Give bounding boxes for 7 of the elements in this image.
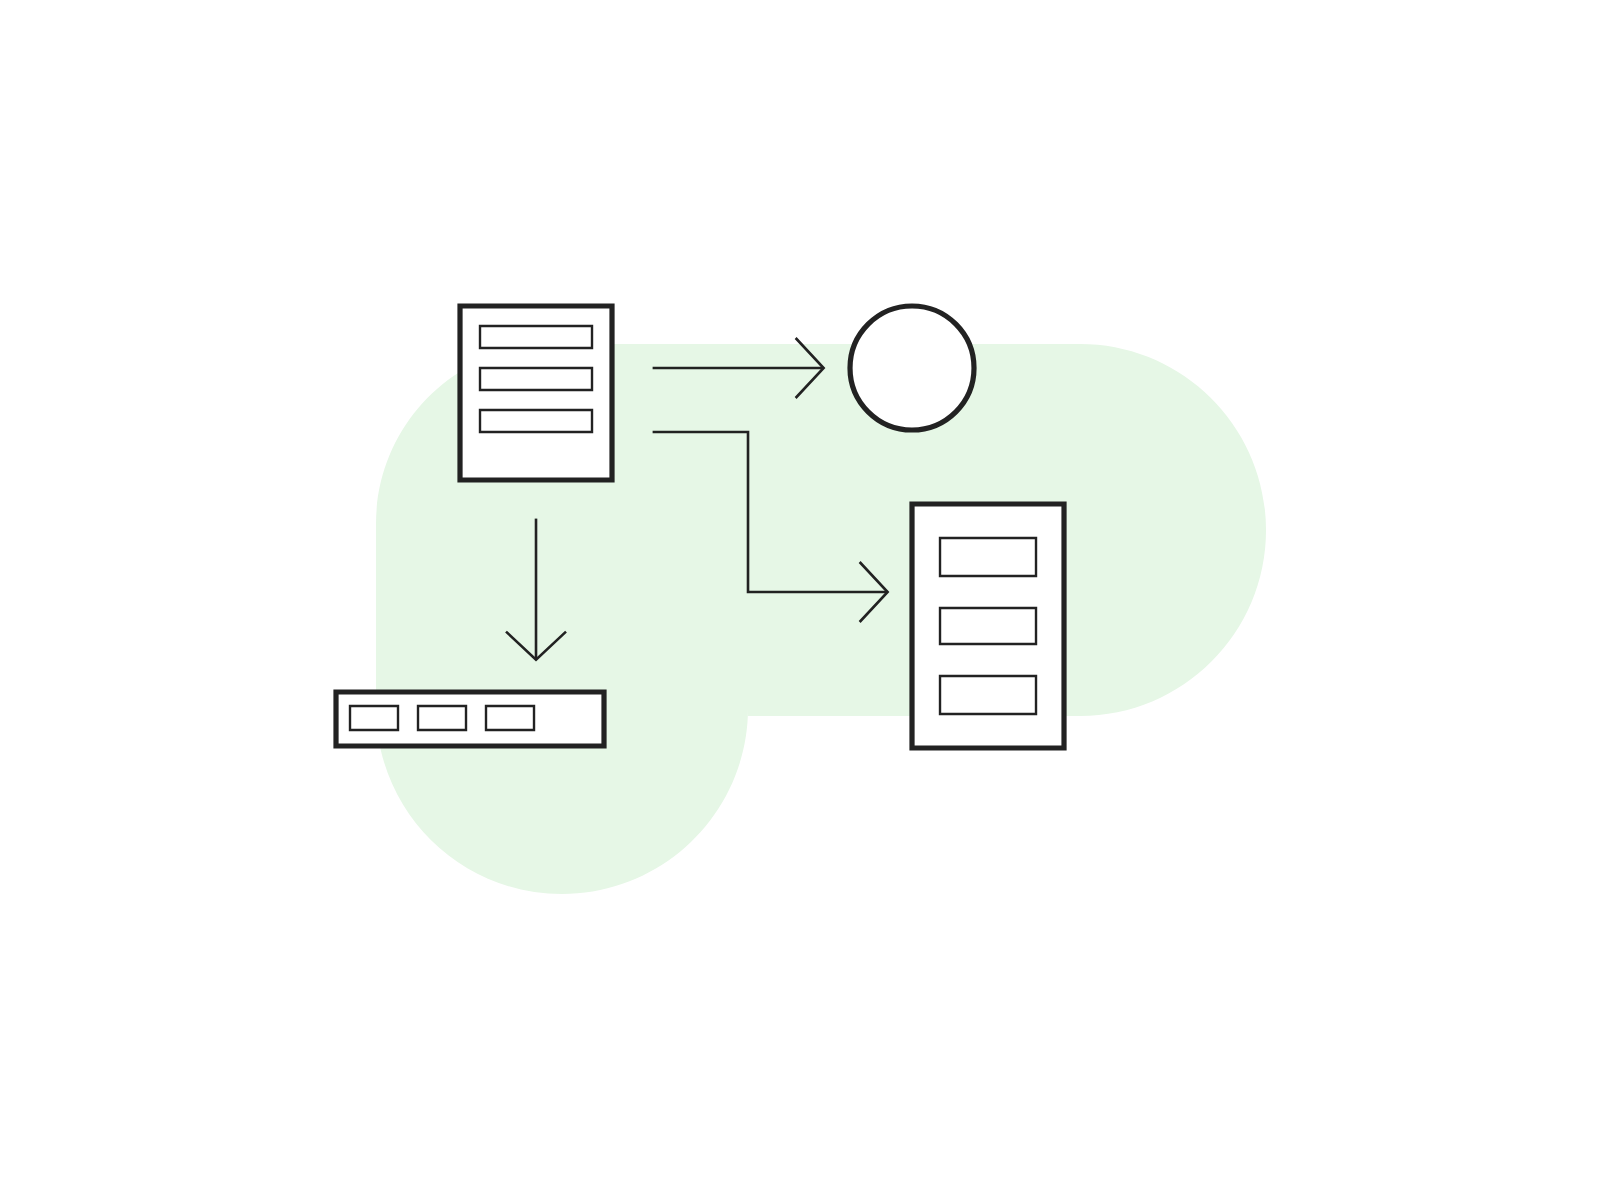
document-box — [457, 303, 615, 483]
arrow — [505, 518, 567, 662]
panel-box — [333, 689, 607, 749]
elbow-arrow — [652, 430, 890, 623]
arrow — [652, 337, 826, 399]
circle — [847, 303, 977, 433]
document-box — [909, 501, 1067, 751]
